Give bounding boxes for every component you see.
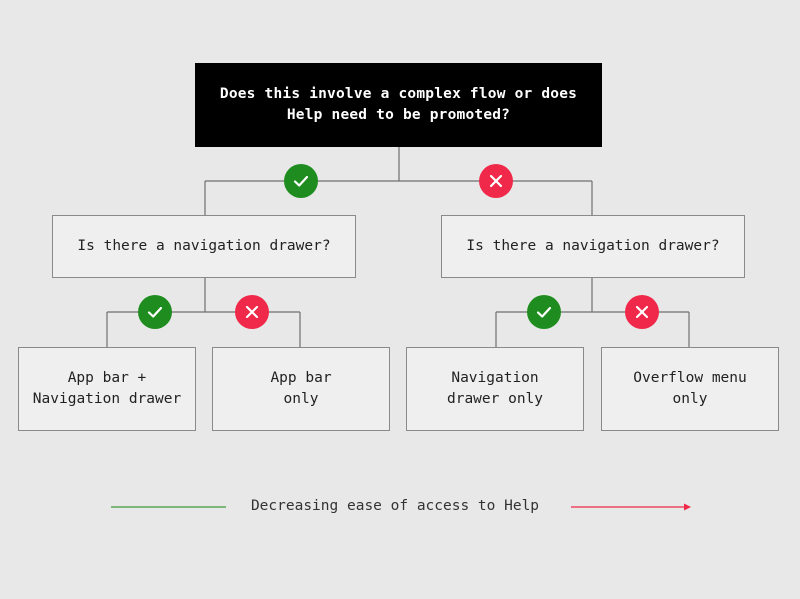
no-badge-left [235, 295, 269, 329]
no-badge-root [479, 164, 513, 198]
no-badge-right [625, 295, 659, 329]
outcome-label: App bar only [270, 370, 332, 407]
x-icon [489, 174, 503, 188]
root-question-label: Does this involve a complex flow or does… [219, 86, 578, 123]
yes-badge-left [138, 295, 172, 329]
x-icon [245, 305, 259, 319]
outcome-app-bar-navigation-drawer: App bar + Navigation drawer [18, 347, 196, 431]
right-question-label: Is there a navigation drawer? [466, 238, 720, 254]
left-question-label: Is there a navigation drawer? [77, 238, 331, 254]
root-question-box: Does this involve a complex flow or does… [195, 63, 602, 147]
outcome-label: Overflow menu only [633, 370, 747, 407]
legend-arrowhead [684, 503, 691, 511]
check-icon [293, 175, 309, 187]
yes-badge-right [527, 295, 561, 329]
legend-label: Decreasing ease of access to Help [250, 498, 540, 514]
outcome-navigation-drawer-only: Navigation drawer only [406, 347, 584, 431]
right-question-box: Is there a navigation drawer? [441, 215, 745, 278]
x-icon [635, 305, 649, 319]
check-icon [536, 306, 552, 318]
outcome-app-bar-only: App bar only [212, 347, 390, 431]
left-question-box: Is there a navigation drawer? [52, 215, 356, 278]
yes-badge-root [284, 164, 318, 198]
check-icon [147, 306, 163, 318]
outcome-label: App bar + Navigation drawer [32, 370, 182, 407]
outcome-overflow-menu-only: Overflow menu only [601, 347, 779, 431]
outcome-label: Navigation drawer only [446, 370, 544, 407]
